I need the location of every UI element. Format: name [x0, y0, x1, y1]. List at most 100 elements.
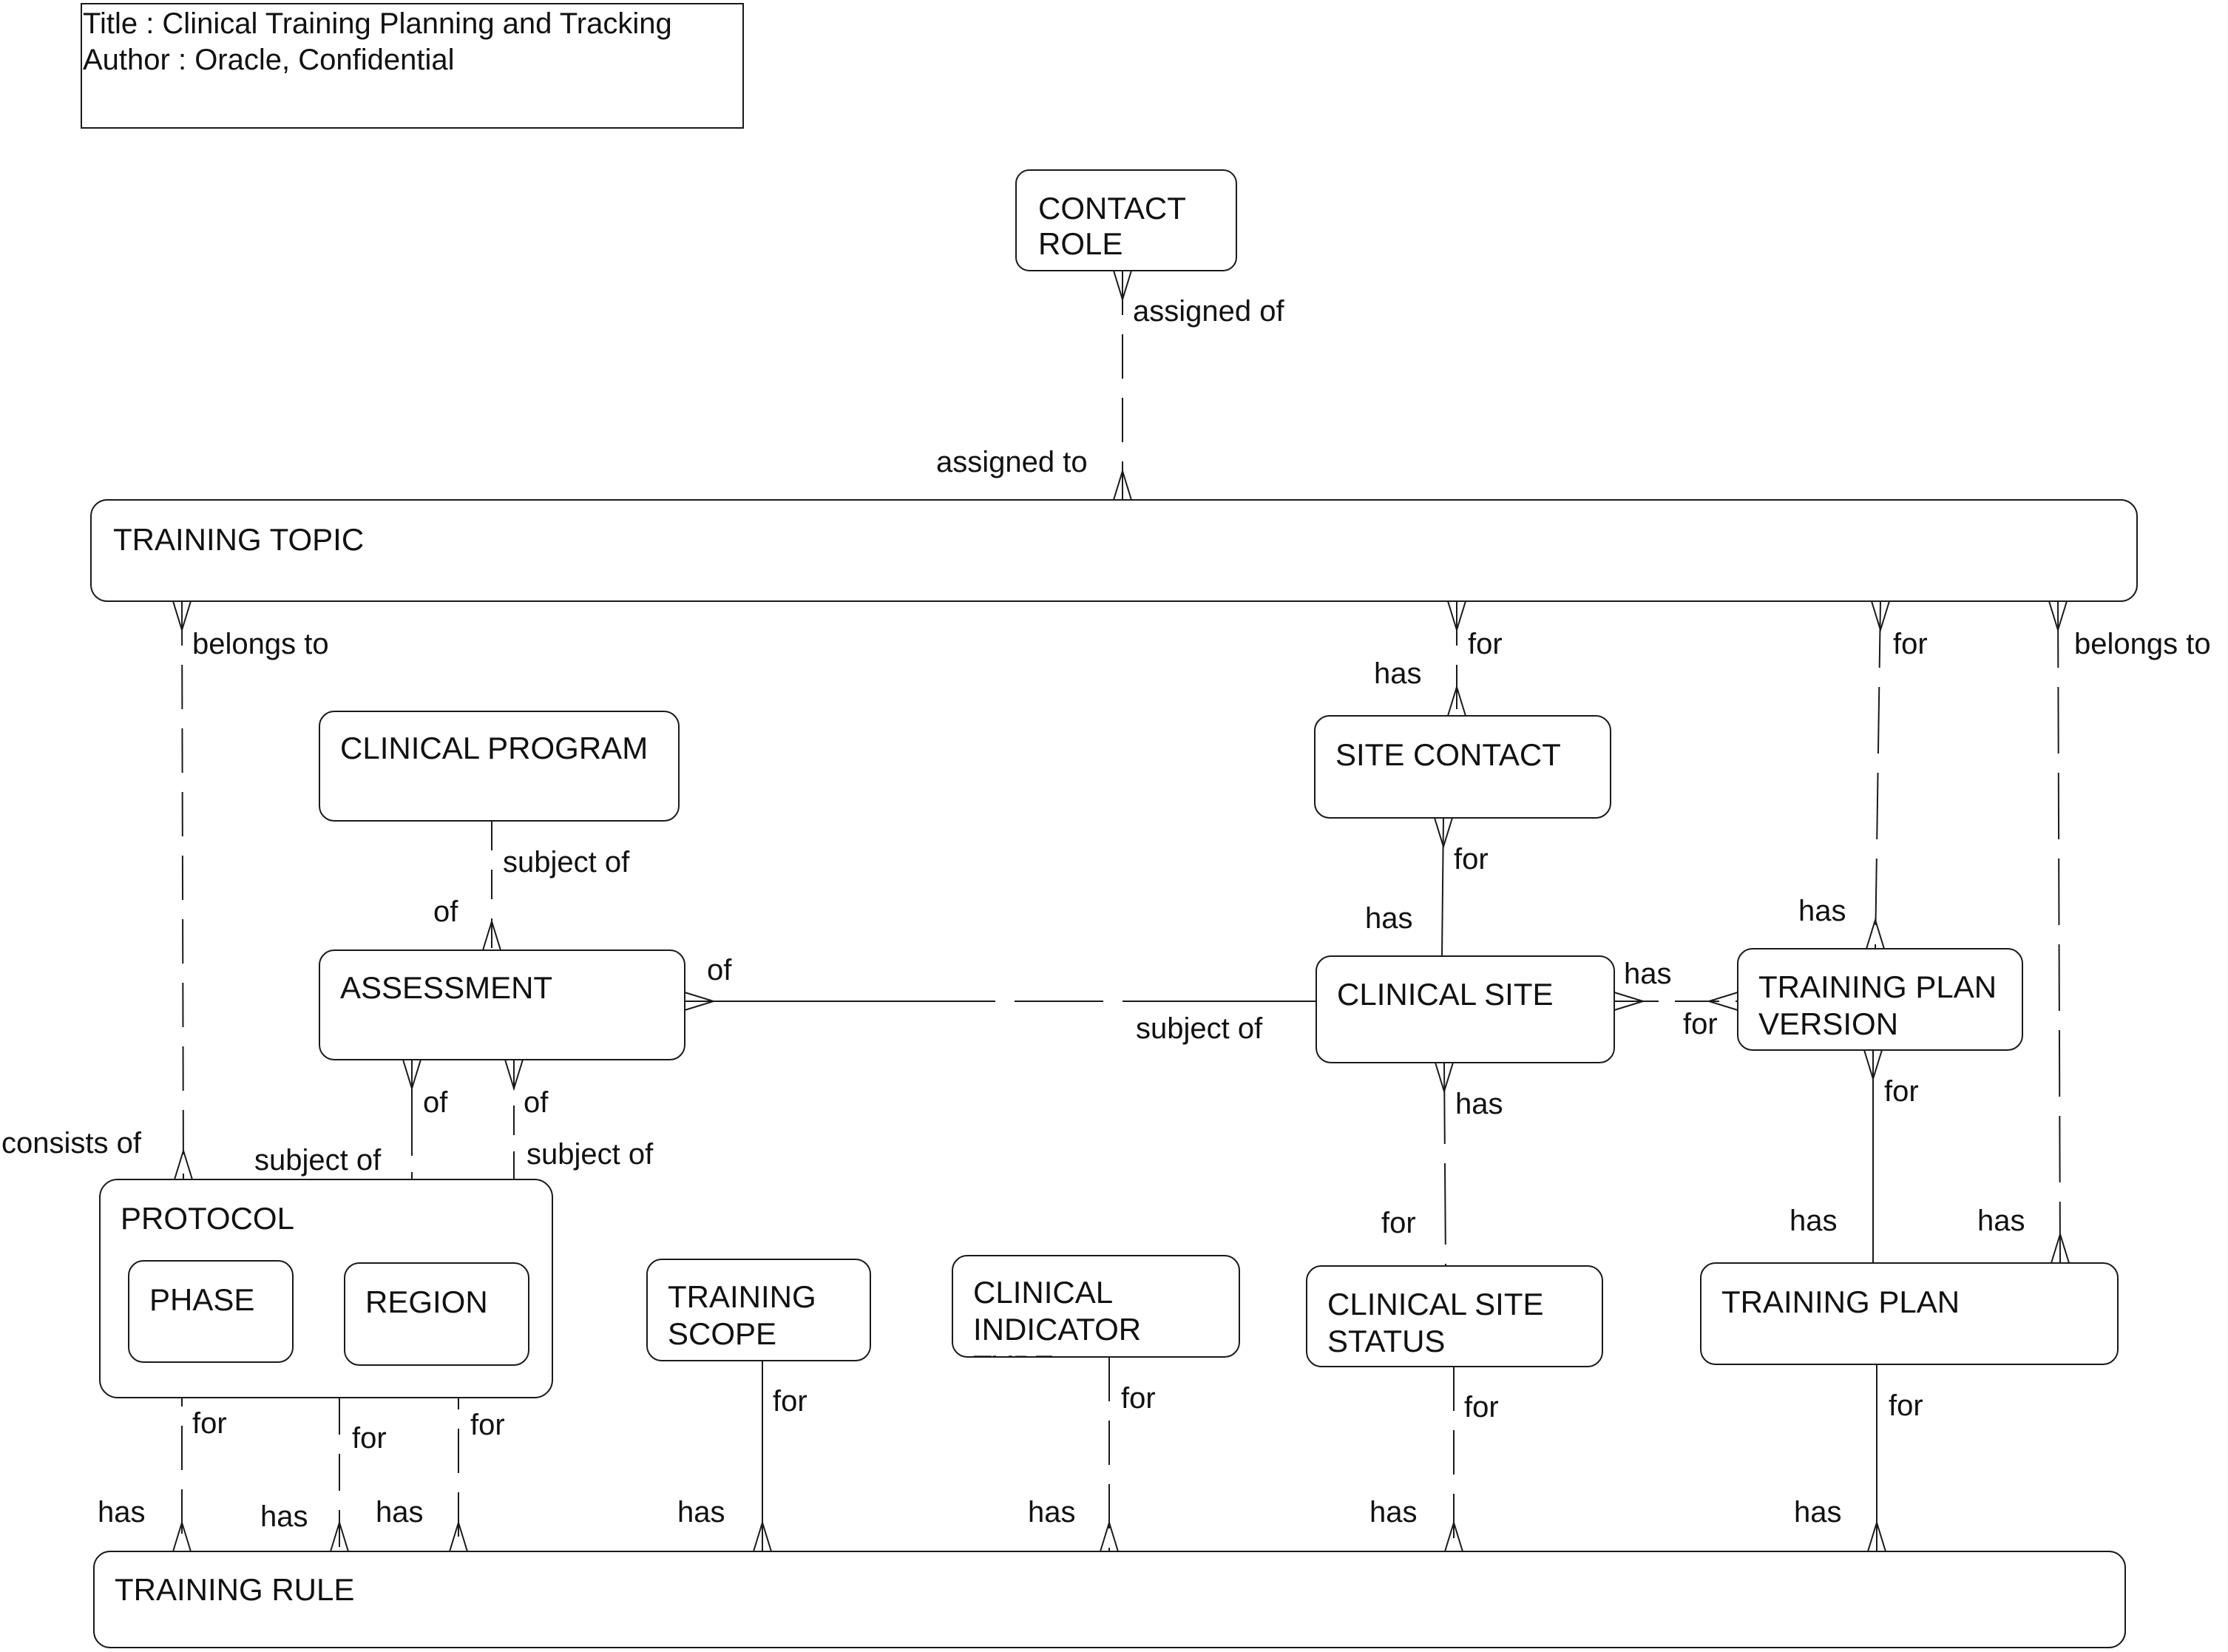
- entity-site-contact[interactable]: SITE CONTACT: [1314, 715, 1611, 819]
- label-has-protocol: has: [260, 1500, 308, 1533]
- label-of-assessment-site: of: [707, 954, 732, 986]
- label-for-protocol: for: [352, 1422, 387, 1455]
- entity-indicator-label-2: INDICATOR: [973, 1312, 1141, 1347]
- entity-training-plan-version[interactable]: TRAINING PLAN VERSION: [1737, 948, 2023, 1051]
- label-has-phase: has: [98, 1496, 146, 1529]
- label-for-plan: for: [1889, 1389, 1923, 1422]
- label-has-region: has: [376, 1496, 424, 1529]
- title-block: Title : Clinical Training Planning and T…: [81, 3, 744, 129]
- entity-indicator-label-3: TYPE: [973, 1349, 1054, 1384]
- crow-topic-belongs-left: [172, 600, 192, 633]
- entity-clinical-site[interactable]: CLINICAL SITE: [1316, 955, 1615, 1063]
- label-has-plan-from-tpv: has: [1789, 1205, 1838, 1237]
- label-of-program: of: [433, 896, 458, 928]
- label-of-protocol: of: [524, 1086, 549, 1119]
- label-for-sitecontact-bottom: for: [1454, 843, 1489, 876]
- crow-assessment-protocol: [504, 1059, 524, 1091]
- label-for-tpv-bottom: for: [1884, 1075, 1919, 1108]
- entity-region[interactable]: REGION: [344, 1262, 529, 1366]
- crow-topic-belongs-right: [2048, 600, 2068, 633]
- crow-assessment-top: [482, 918, 501, 951]
- label-has-status: has: [1369, 1496, 1418, 1529]
- entity-clinical-site-status[interactable]: CLINICAL SITE STATUS: [1306, 1265, 1603, 1367]
- crow-contactrole-bottom: [1113, 270, 1132, 302]
- entity-training-scope-label-2: SCOPE: [668, 1316, 776, 1351]
- entity-clinical-program[interactable]: CLINICAL PROGRAM: [319, 711, 680, 822]
- label-for-site-tpv: for: [1683, 1008, 1718, 1040]
- entity-clinical-indicator-type[interactable]: CLINICAL INDICATOR TYPE: [952, 1255, 1240, 1384]
- entity-contact-role-label-1: CONTACT: [1038, 191, 1186, 226]
- label-has-scope: has: [677, 1496, 725, 1529]
- entity-training-rule[interactable]: TRAINING RULE: [93, 1551, 2126, 1648]
- entity-region-label: REGION: [365, 1284, 488, 1319]
- entity-training-plan[interactable]: TRAINING PLAN: [1700, 1262, 2119, 1365]
- label-for-scope: for: [773, 1385, 807, 1418]
- label-assigned-of: assigned of: [1133, 295, 1284, 328]
- label-for-tpv-top: for: [1893, 628, 1928, 660]
- label-has-site-tpv: has: [1624, 958, 1672, 990]
- label-for-status-bottom: for: [1464, 1391, 1499, 1424]
- crow-topic-top: [1113, 468, 1132, 501]
- label-subject-of-protocol: subject of: [526, 1138, 654, 1171]
- crow-rule-protocol: [330, 1520, 349, 1552]
- crow-topic-for-tpv: [1871, 600, 1890, 633]
- entity-contact-role[interactable]: CONTACT ROLE: [1015, 169, 1237, 271]
- crow-assessment-right: [684, 992, 717, 1011]
- rel-topic-protocol: [181, 600, 184, 1180]
- entity-contact-role-label-2: ROLE: [1038, 226, 1123, 261]
- label-subject-of-region: subject of: [254, 1144, 382, 1177]
- label-has-clinicalsite-top: has: [1365, 902, 1413, 935]
- entity-phase-label: PHASE: [149, 1282, 254, 1317]
- entity-site-contact-label: SITE CONTACT: [1335, 737, 1561, 772]
- label-has-sitecontact-top: has: [1374, 657, 1422, 690]
- entity-tpv-label-1: TRAINING PLAN: [1758, 969, 1997, 1004]
- entity-training-topic[interactable]: TRAINING TOPIC: [90, 499, 2138, 602]
- label-for-region: for: [470, 1409, 505, 1441]
- rel-topic-tpv: [1875, 600, 1881, 949]
- crow-tpv-left: [1706, 992, 1738, 1011]
- relationship-lines: [181, 271, 2061, 1551]
- label-has-site-status: has: [1455, 1088, 1503, 1120]
- entity-training-scope-label-1: TRAINING: [668, 1279, 816, 1314]
- entity-training-topic-label: TRAINING TOPIC: [113, 522, 364, 557]
- label-assigned-to: assigned to: [936, 446, 1088, 478]
- crow-protocol-top: [174, 1148, 193, 1180]
- entity-indicator-label-1: CLINICAL: [973, 1275, 1113, 1310]
- entity-phase[interactable]: PHASE: [128, 1260, 294, 1363]
- crow-rule-indicator: [1100, 1520, 1119, 1552]
- crow-rule-region: [449, 1520, 468, 1552]
- label-subject-of-program: subject of: [503, 846, 630, 879]
- crow-rule-scope: [753, 1520, 772, 1552]
- label-for-status-top: for: [1381, 1207, 1416, 1239]
- crow-tpv-bottom: [1863, 1049, 1883, 1082]
- crow-rule-status: [1444, 1520, 1463, 1552]
- crow-assessment-region: [402, 1059, 421, 1091]
- label-has-plan: has: [1794, 1496, 1842, 1529]
- label-has-plan-from-topic: has: [1977, 1205, 2025, 1237]
- diagram-author: Author : Oracle, Confidential: [83, 44, 454, 76]
- crow-tpv-top: [1866, 917, 1885, 949]
- crow-site-right: [1614, 992, 1646, 1011]
- label-for-indicator: for: [1121, 1382, 1156, 1415]
- entity-assessment-label: ASSESSMENT: [340, 970, 552, 1005]
- entities: CONTACT ROLE TRAINING TOPIC CLINICAL PRO…: [90, 169, 2138, 1648]
- label-subject-of-site: subject of: [1136, 1012, 1263, 1045]
- entity-clinical-site-label: CLINICAL SITE: [1337, 977, 1554, 1012]
- entity-assessment[interactable]: ASSESSMENT: [319, 949, 685, 1060]
- entity-training-scope[interactable]: TRAINING SCOPE: [646, 1259, 871, 1361]
- entity-protocol-label: PROTOCOL: [121, 1201, 294, 1236]
- label-belongs-to-right: belongs to: [2074, 628, 2211, 660]
- rel-topic-plan: [2057, 600, 2061, 1264]
- label-has-indicator: has: [1028, 1496, 1076, 1529]
- crow-site-bottom: [1435, 1062, 1454, 1094]
- label-of-region: of: [423, 1086, 448, 1119]
- label-belongs-to-left: belongs to: [192, 628, 329, 660]
- crow-sitecontact-top: [1447, 684, 1466, 717]
- diagram-title: Title : Clinical Training Planning and T…: [83, 7, 672, 40]
- label-consists-of: consists of: [1, 1127, 142, 1160]
- crow-rule-phase: [172, 1520, 192, 1552]
- entity-site-status-label-2: STATUS: [1327, 1324, 1445, 1358]
- label-for-sitecontact-top: for: [1468, 628, 1503, 660]
- label-for-phase: for: [192, 1407, 227, 1440]
